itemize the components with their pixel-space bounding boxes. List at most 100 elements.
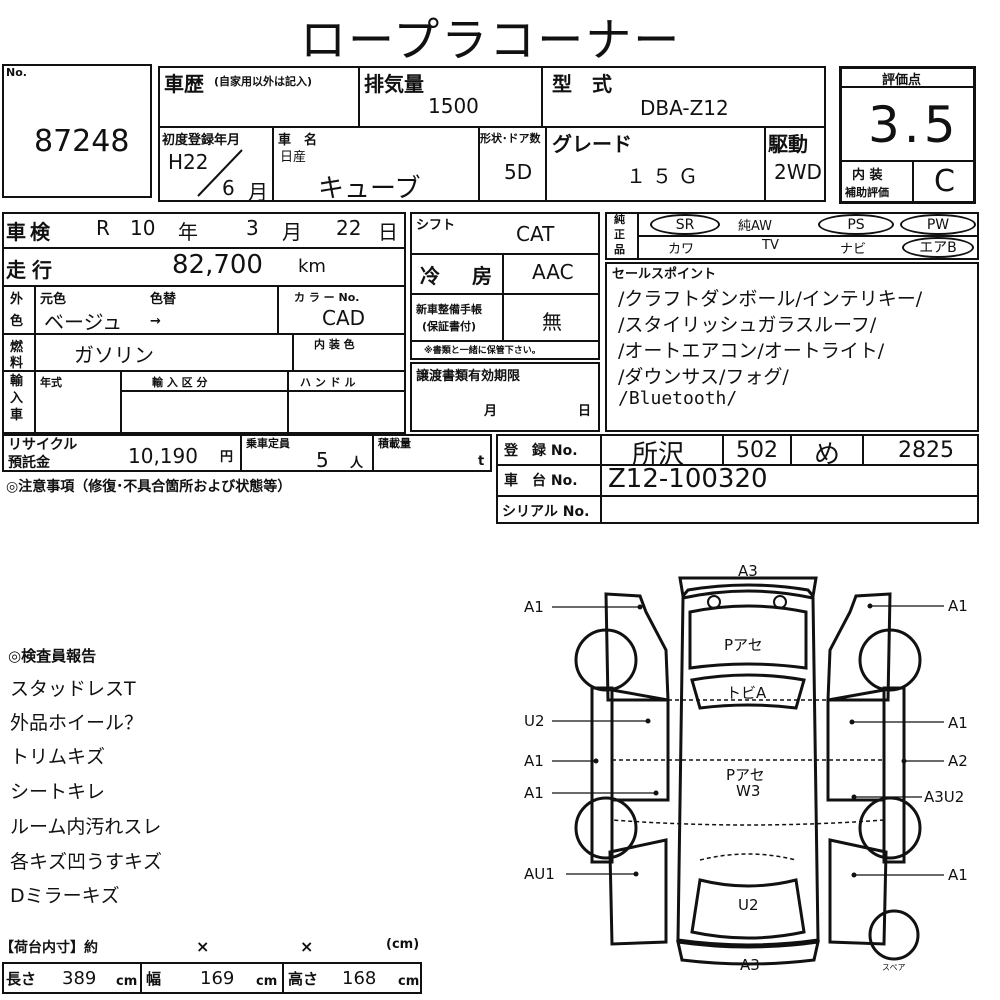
first-reg-label: 初度登録年月 <box>162 133 241 148</box>
sales-point-line: /スタイリッシュガラスルーフ/ <box>618 314 877 336</box>
car-maker: 日産 <box>280 150 307 165</box>
rear-bumper <box>676 940 820 966</box>
right-doors <box>826 688 886 802</box>
registration-block <box>496 434 979 524</box>
page-title: ロープラコーナー <box>300 13 682 67</box>
recycle-label-1: リサイクル <box>8 437 78 453</box>
inspection-era: R <box>96 216 110 240</box>
color-label-2: 色 <box>10 314 24 329</box>
inspection-month-unit: 月 <box>282 220 302 244</box>
equip-pw: PW <box>900 214 976 235</box>
spare-label: スペア <box>882 963 906 972</box>
ac-value: AAC <box>532 260 574 284</box>
sales-point-line: /Bluetooth/ <box>618 388 738 409</box>
transfer-month-unit: 月 <box>484 404 498 419</box>
equip-tv: TV <box>762 238 779 253</box>
transfer-day-unit: 日 <box>578 404 592 419</box>
spare-tire <box>868 909 920 961</box>
cargo-x1: × <box>196 937 210 956</box>
handle-label: ハ ン ド ル <box>300 376 356 389</box>
left-code: U2 <box>524 712 545 730</box>
cargo-width-label: 幅 <box>146 970 162 988</box>
capacity-value: 5 <box>316 448 329 472</box>
sales-point-line: /ダウンサス/フォグ/ <box>618 366 789 388</box>
manual-note: ※書類と一緒に保管下さい。 <box>424 346 541 356</box>
mileage-unit: km <box>298 256 326 277</box>
hood-text: Pアセ <box>724 636 763 654</box>
grade-value: １５Ｇ <box>626 164 704 188</box>
mileage-label: 走行 <box>6 258 58 282</box>
displacement-value: 1500 <box>428 94 479 118</box>
ac-label: 冷 房 <box>420 264 498 288</box>
right-front-fender <box>826 592 892 702</box>
no-label: No. <box>6 66 27 79</box>
left-code: A1 <box>524 598 544 616</box>
date-slash <box>197 149 243 197</box>
inspector-line: シートキレ <box>10 781 106 803</box>
front-bumper <box>678 576 818 600</box>
manual-label-1: 新車整備手帳 <box>416 303 482 316</box>
recycle-value: 10,190 <box>128 444 198 468</box>
inspection-day: 22 <box>336 216 362 240</box>
color-code: CAD <box>322 306 366 330</box>
cargo-label: 【荷台内寸】約 <box>0 940 98 956</box>
manual-label-2: (保証書付) <box>422 320 477 333</box>
load-label: 積載量 <box>378 437 411 450</box>
right-rear-wheel <box>858 796 922 860</box>
inspection-label: 車検 <box>6 220 54 244</box>
history-label: 車歴 <box>164 72 204 96</box>
equipment-label-2: 正 <box>614 228 625 241</box>
roof-dashed <box>611 699 885 826</box>
serial-label: シリアル No. <box>502 504 590 520</box>
car-damage-diagram <box>552 576 944 966</box>
cargo-height: 168 <box>342 968 377 989</box>
cargo-length-label: 長さ <box>6 970 37 988</box>
details-block <box>2 212 406 434</box>
color-arrow: → <box>150 314 161 329</box>
left-sill <box>590 686 614 864</box>
import-label-1: 輸 <box>10 374 24 389</box>
recycle-block <box>2 434 492 472</box>
inspector-line: Dミラーキズ <box>10 885 120 907</box>
notes-label: ◎注意事項（修復･不具合箇所および状態等） <box>6 479 292 495</box>
right-front-wheel <box>858 628 922 692</box>
left-code: AU1 <box>524 865 555 883</box>
import-type-label: 輸 入 区 分 <box>152 376 208 389</box>
inspection-month: 3 <box>246 216 259 240</box>
left-rear-quarter <box>608 838 668 946</box>
first-reg-era-year: H22 <box>168 150 209 174</box>
model-value: DBA-Z12 <box>640 96 729 120</box>
capacity-label: 乗車定員 <box>246 437 290 450</box>
car-name-value: キューブ <box>318 174 421 204</box>
recycle-label-2: 預託金 <box>8 455 50 471</box>
orig-color-label: 元色 <box>40 292 67 307</box>
equipment-label-1: 純 <box>614 213 625 226</box>
first-reg-month-unit: 月 <box>248 180 268 204</box>
inspector-line: 外品ホイール？ <box>10 712 144 734</box>
shift-value: CAT <box>516 222 555 246</box>
inspector-line: ルーム内汚れスレ <box>10 816 162 838</box>
left-doors <box>610 688 670 802</box>
left-front-fender <box>604 592 670 702</box>
history-note: (自家用以外は記入) <box>214 75 313 88</box>
lot-number: 87248 <box>34 124 130 159</box>
doors-value: 5D <box>504 160 533 184</box>
import-year-label: 年式 <box>40 376 62 389</box>
displacement-label: 排気量 <box>364 72 424 96</box>
equipment-label-3: 品 <box>614 243 625 256</box>
fuel-value: ガソリン <box>74 343 154 367</box>
manual-value: 無 <box>542 310 562 334</box>
import-label-2: 入 <box>10 391 24 406</box>
interior-score: C <box>934 164 955 199</box>
right-code: A3U2 <box>924 788 965 806</box>
right-code: A2 <box>948 752 968 770</box>
chassis-value: Z12-100320 <box>608 464 768 494</box>
windshield-text: トビA <box>726 684 767 702</box>
inspector-label: ◎検査員報告 <box>8 647 97 665</box>
right-sill <box>882 686 906 864</box>
inspection-year-unit: 年 <box>178 220 198 244</box>
color-code-label: カ ラ ー No. <box>294 291 360 304</box>
change-color-label: 色替 <box>150 292 177 307</box>
load-unit: t <box>478 454 485 469</box>
equip-leather: カワ <box>668 242 695 257</box>
